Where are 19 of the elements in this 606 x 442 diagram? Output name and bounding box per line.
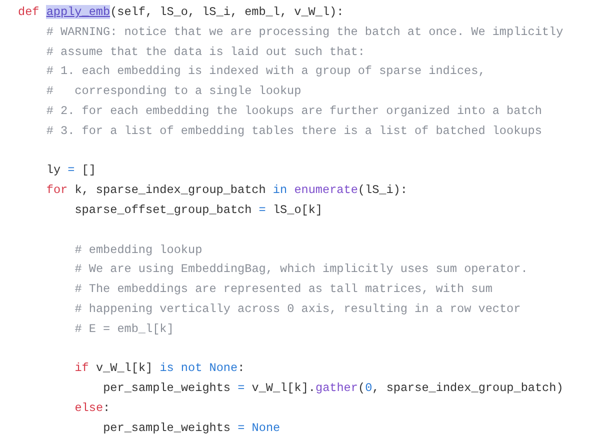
code-comment: # 1. each embedding is indexed with a group of sparse indices, [46,63,486,80]
code-comment: # corresponding to a single lookup [46,83,302,100]
code-comment: # WARNING: notice that we are processing the batch at once. We implicitly [46,24,564,40]
code-line: sparse_offset_group_batch = lS_o[k] [74,202,323,218]
code-comment: # The embeddings are represented as tall matrices, with sum [74,281,492,298]
code-comment: # We are using EmbeddingBag, which implicitly uses sum operator. [74,261,528,278]
code-line: def apply_emb(self, lS_o, lS_i, emb_l, v_W_l): [18,4,344,20]
code-comment: # assume that the data is laid out such that: [46,44,365,60]
code-comment: # embedding lookup [74,242,202,258]
code-line: per_sample_weights = v_W_l[k].gather(0, sparse_index_group_batch) [103,380,564,396]
code-comment: # E = emb_l[k] [74,320,174,337]
code-line: ly = [] [46,162,96,178]
code-comment: # happening vertically across 0 axis, resulting in a row vector [74,301,521,317]
code-comment: # 2. for each embedding the lookups are further organized into a batch [46,103,542,119]
code-line: if v_W_l[k] is not None: [74,360,245,376]
code-line: else: [74,400,110,416]
code-line: for k, sparse_index_group_batch in enumerate(lS_i): [46,182,408,198]
code-comment: # 3. for a list of embedding tables there is a list of batched lookups [46,122,542,139]
code-line: per_sample_weights = None [103,420,280,436]
